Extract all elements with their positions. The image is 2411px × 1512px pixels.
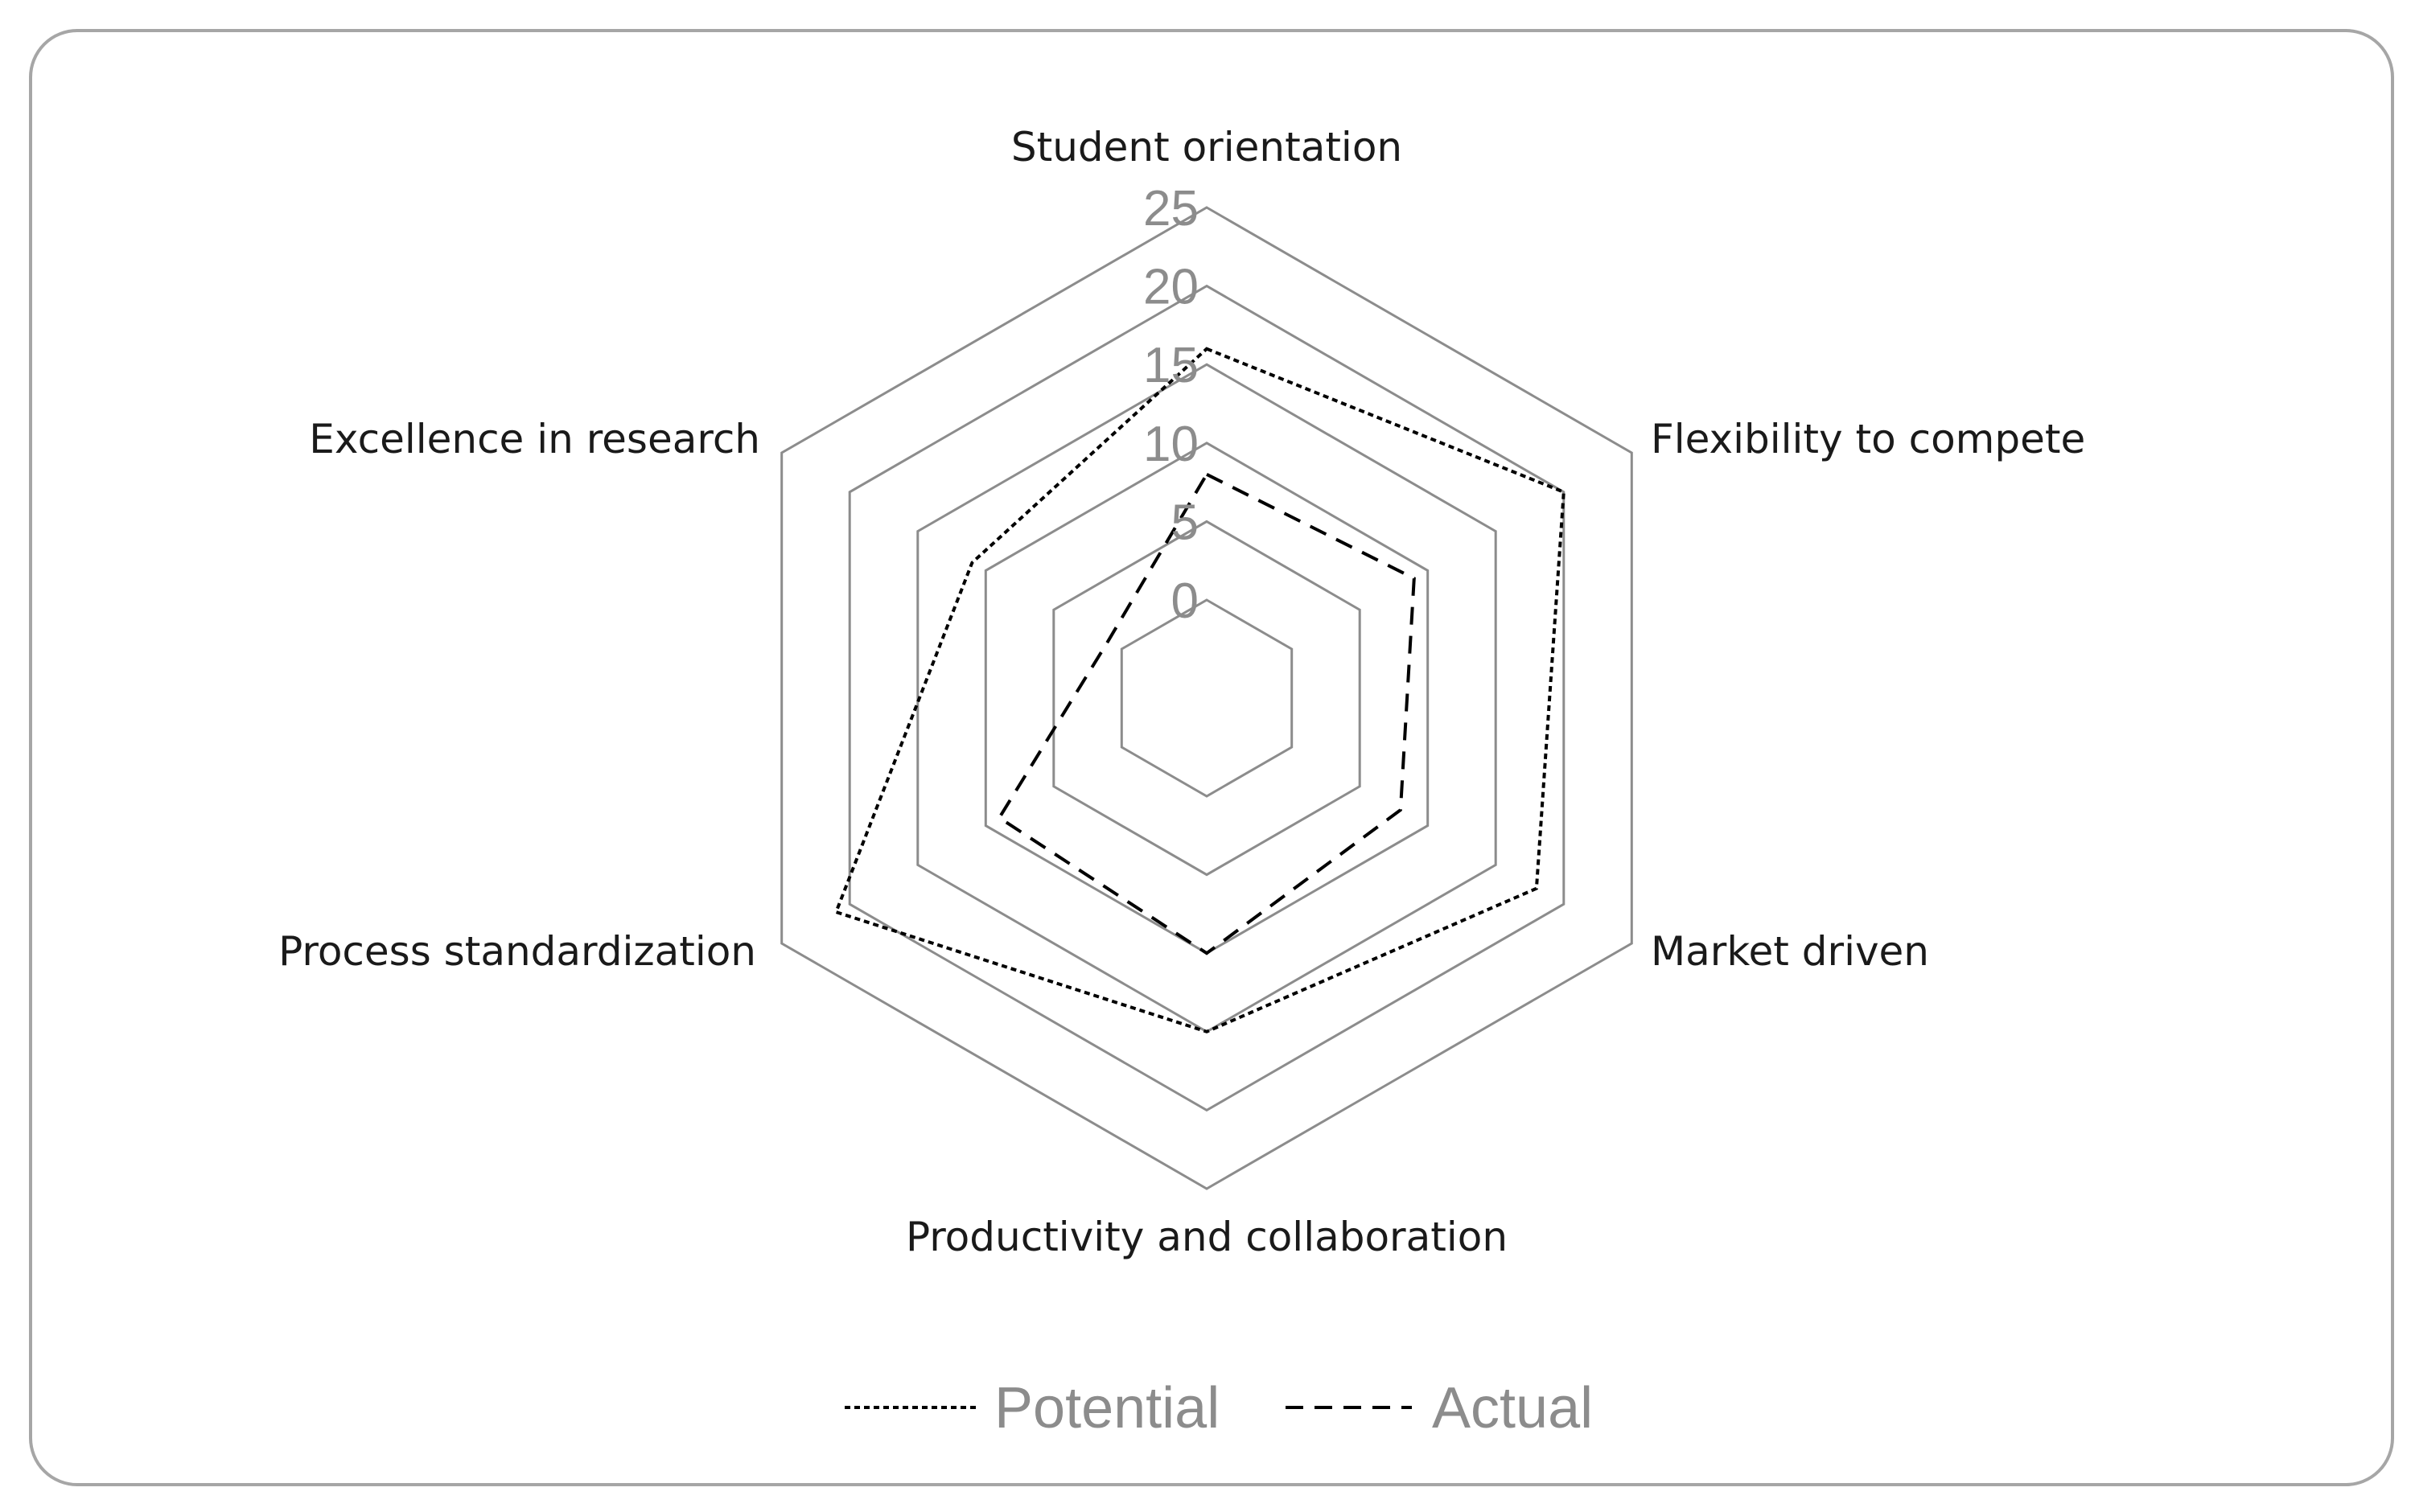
tick-label-0: 0 bbox=[1171, 573, 1199, 629]
legend: Potential Actual bbox=[845, 1376, 1593, 1440]
axis-label-student-orientation: Student orientation bbox=[1011, 124, 1402, 171]
grid-ring-0 bbox=[1120, 598, 1294, 798]
grid-ring-25 bbox=[780, 206, 1633, 1190]
axis-label-productivity-and-collaboration: Productivity and collaboration bbox=[906, 1214, 1508, 1260]
grid-ring-20 bbox=[848, 284, 1566, 1112]
grid-ring-5 bbox=[1052, 520, 1361, 877]
tick-label-20: 20 bbox=[1143, 260, 1199, 315]
grid-ring-10 bbox=[984, 442, 1430, 955]
grid-ring-15 bbox=[916, 363, 1497, 1033]
chart-frame bbox=[29, 29, 2394, 1486]
tick-label-5: 5 bbox=[1171, 495, 1199, 550]
axis-label-market-driven: Market driven bbox=[1651, 928, 1929, 975]
series-actual-line bbox=[997, 472, 1416, 955]
legend-label-actual: Actual bbox=[1432, 1376, 1593, 1440]
series-potential-line bbox=[833, 347, 1566, 1033]
tick-label-25: 25 bbox=[1143, 181, 1199, 236]
tick-label-15: 15 bbox=[1143, 338, 1199, 393]
tick-label-10: 10 bbox=[1143, 417, 1199, 472]
axis-label-process-standardization: Process standardization bbox=[278, 928, 756, 975]
radar-grid bbox=[780, 206, 1633, 1190]
axis-label-flexibility-to-compete: Flexibility to compete bbox=[1651, 416, 2085, 462]
tick-labels: 0 5 10 15 20 25 bbox=[1143, 181, 1199, 629]
legend-label-potential: Potential bbox=[994, 1376, 1220, 1440]
radar-series-group bbox=[833, 347, 1566, 1033]
axis-label-excellence-in-research: Excellence in research bbox=[309, 416, 760, 462]
